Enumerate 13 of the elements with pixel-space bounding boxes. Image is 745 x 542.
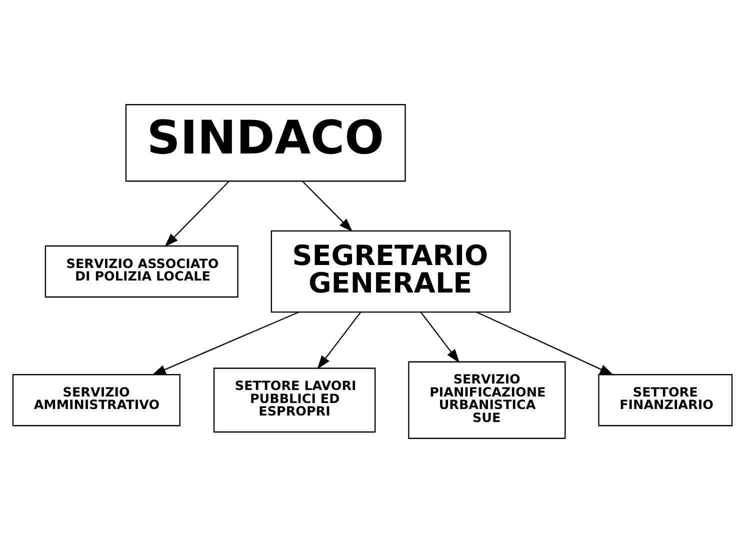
arrow [152,311,300,375]
node-box: SERVIZIO PIANIFICAZIONE URBANISTICA SUE [408,360,566,438]
arrow [317,311,362,369]
node-box: SEGRETARIO GENERALE [270,230,511,312]
node-box: SETTORE LAVORI PUBBLICI ED ESPROPRI [213,367,376,432]
node-box: SERVIZIO AMMINISTRATIVO [12,374,180,426]
node-box: SERVIZIO ASSOCIATO DI POLIZIA LOCALE [44,244,238,298]
arrow [476,311,614,375]
node-box: SETTORE FINANZIARIO [598,374,733,426]
arrow [420,311,460,363]
arrow [302,180,353,232]
node-box: SINDACO [125,104,406,182]
arrow [164,180,230,246]
